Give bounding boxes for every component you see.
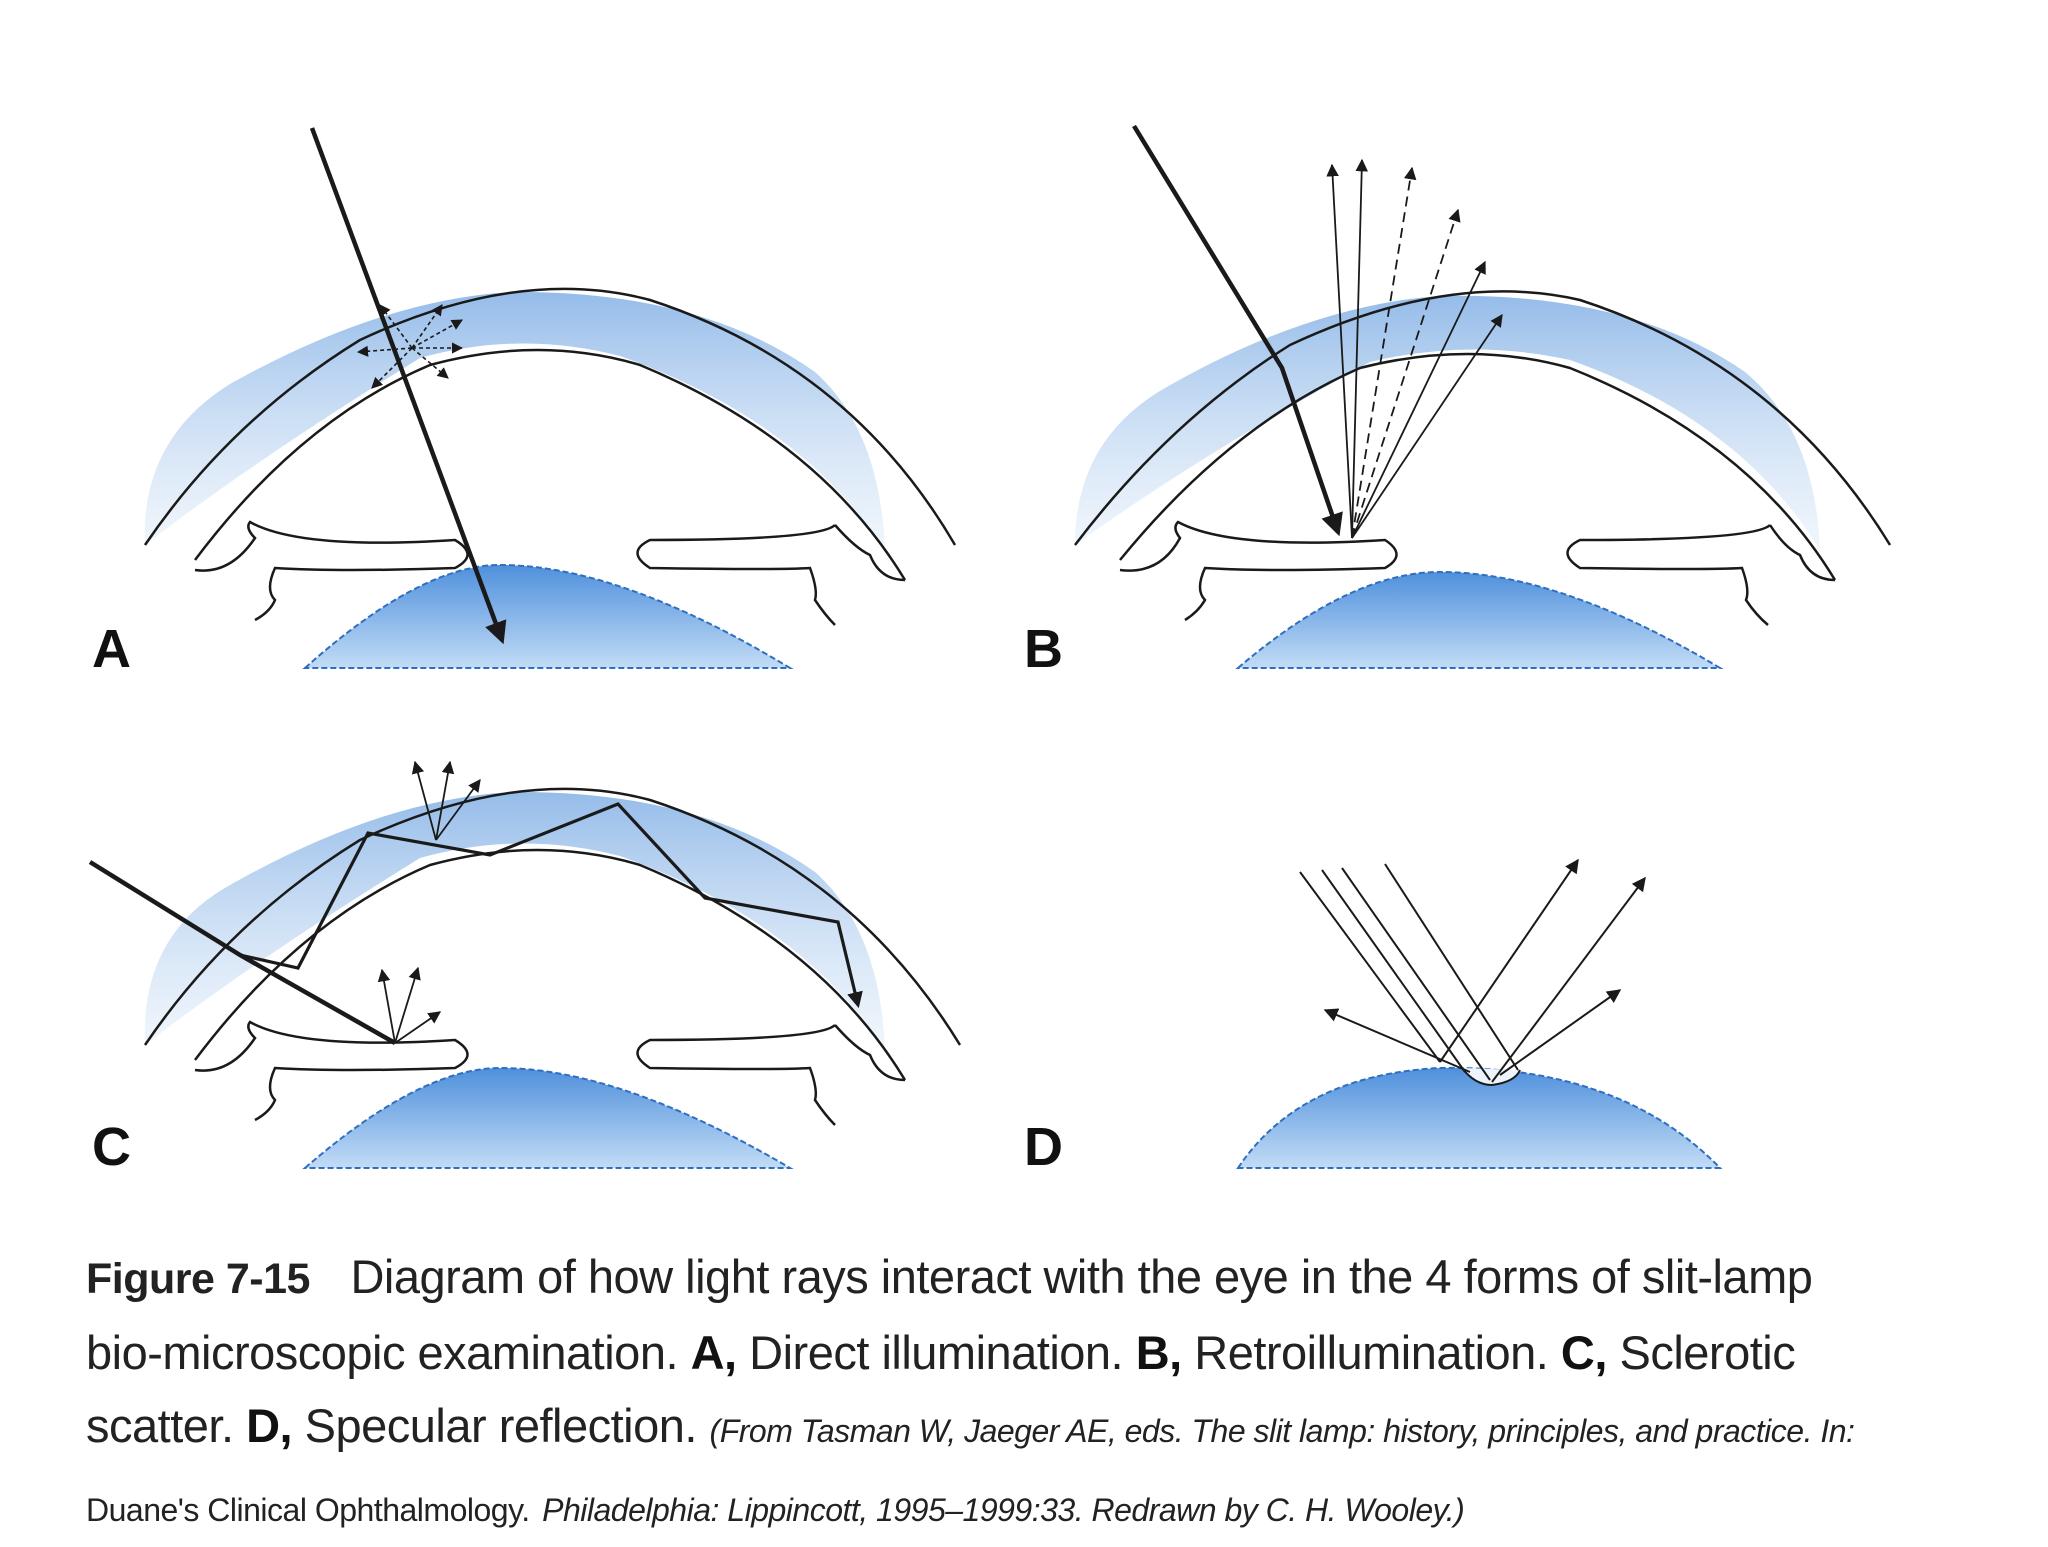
iris-right-a bbox=[636, 524, 906, 626]
slit-lamp-diagram bbox=[88, 124, 1892, 1169]
reflected-rays-d bbox=[1323, 858, 1646, 1083]
panel-label-c: C bbox=[92, 1117, 131, 1177]
iris-left-b bbox=[1119, 520, 1398, 622]
caption-item-d-desc: Specular reflection. bbox=[304, 1399, 698, 1452]
lens-b bbox=[1235, 570, 1724, 669]
reflected-rays-b bbox=[1326, 158, 1503, 539]
panel-b bbox=[1074, 124, 1892, 669]
iris-left-c bbox=[194, 1020, 469, 1122]
lens-a bbox=[302, 563, 794, 669]
caption-item-a-letter: A, bbox=[690, 1326, 738, 1379]
incident-ray-b bbox=[1132, 124, 1343, 537]
caption-item-a-desc: Direct illumination. bbox=[749, 1326, 1124, 1379]
cornea-outer-a bbox=[143, 287, 957, 546]
caption-item-b-desc: Retroillumination. bbox=[1194, 1326, 1549, 1379]
cornea-b bbox=[1075, 295, 1820, 550]
scatter-rays-a bbox=[356, 304, 464, 389]
panel-label-d: D bbox=[1024, 1117, 1063, 1177]
caption-item-d-letter: D, bbox=[246, 1399, 293, 1452]
panel-label-b: B bbox=[1024, 619, 1063, 679]
caption-item-b-letter: B, bbox=[1135, 1326, 1183, 1379]
incident-rays-d bbox=[1299, 863, 1519, 1081]
panel-c bbox=[88, 760, 962, 1169]
internal-reflection-c bbox=[239, 802, 863, 1009]
panel-label-a: A bbox=[92, 619, 131, 679]
caption-item-c-letter: C, bbox=[1560, 1326, 1608, 1379]
caption-text: Diagram of how light rays interact with … bbox=[86, 1250, 1813, 1379]
cornea-inner-a bbox=[194, 348, 907, 581]
cornea-a bbox=[144, 291, 886, 550]
caption-item-c-desc: Sclerotic scatter. bbox=[86, 1326, 1796, 1452]
figure-number: Figure 7-15 bbox=[86, 1255, 310, 1303]
scatter-rays-c bbox=[377, 760, 481, 1044]
cornea-inner-c bbox=[194, 848, 907, 1081]
caption-source-journal: Duane's Clinical Ophthalmology. bbox=[86, 1492, 530, 1528]
cornea-c bbox=[144, 791, 886, 1050]
panel-d bbox=[1236, 858, 1723, 1169]
incident-ray-a bbox=[309, 127, 507, 645]
lens-d bbox=[1236, 1066, 1723, 1169]
panel-a bbox=[143, 127, 957, 669]
caption-source-1: (From Tasman W, Jaeger AE, eds. The slit… bbox=[709, 1413, 1855, 1449]
lens-c bbox=[302, 1066, 794, 1169]
figure-caption: Figure 7-15 Diagram of how light rays in… bbox=[86, 1240, 1896, 1547]
cornea-outer-b bbox=[1074, 290, 1892, 546]
caption-source-2: Philadelphia: Lippincott, 1995–1999:33. … bbox=[542, 1492, 1465, 1528]
iris-right-c bbox=[636, 1024, 906, 1126]
iris-right-b bbox=[1566, 524, 1836, 626]
cornea-inner-b bbox=[1119, 352, 1837, 581]
cornea-outer-c bbox=[143, 787, 962, 1046]
